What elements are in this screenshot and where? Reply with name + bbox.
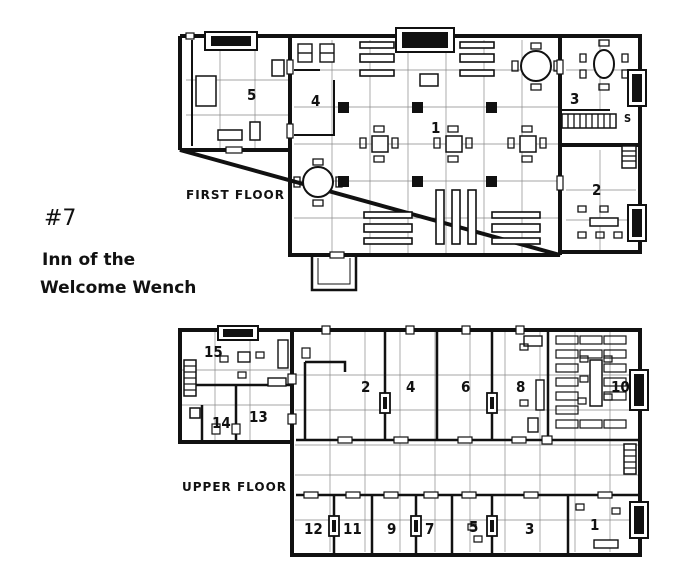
room-number: 10 (611, 378, 630, 396)
first-floor-grid (186, 40, 636, 255)
map-title-line1: Inn of the (42, 250, 136, 270)
door-icon (211, 325, 613, 499)
chair-icon (359, 125, 547, 163)
round-table-icon (302, 49, 615, 198)
bed-icon (195, 59, 285, 141)
room-number: 5 (247, 86, 256, 104)
fireplace-icon (328, 392, 498, 537)
secret-door-mark: S (624, 112, 631, 125)
first-floor-walls (178, 34, 642, 257)
room-number: 1 (590, 516, 599, 534)
stairs-icon (561, 113, 637, 169)
room-number: 3 (570, 90, 579, 108)
chair-icon (293, 39, 629, 207)
stairs-icon (183, 359, 637, 475)
room-number: 6 (461, 378, 470, 396)
room-number: 11 (343, 520, 362, 538)
pillar-icon (338, 102, 497, 187)
room-number: 1 (431, 119, 440, 137)
room-number: 2 (361, 378, 370, 396)
first-floor-room-numbers: 5 4 1 3 2 S (247, 86, 631, 199)
chair-icon (577, 205, 623, 239)
map-number: #7 (44, 206, 77, 231)
room-number: 4 (311, 92, 320, 110)
bed-icon (237, 335, 619, 549)
upper-floor-plan: 15 13 14 2 4 6 8 10 12 11 9 7 5 3 1 (178, 325, 649, 557)
table-icon (589, 359, 603, 407)
map-title-line2: Welcome Wench (40, 278, 197, 298)
room-number: 5 (469, 518, 478, 536)
bench-icon (359, 41, 541, 245)
brick-wall-icon (555, 335, 627, 429)
upper-floor-room-numbers: 15 13 14 2 4 6 8 10 12 11 9 7 5 3 1 (204, 343, 630, 538)
room-number: 14 (212, 414, 231, 432)
room-number: 15 (204, 343, 223, 361)
first-floor-inner-walls (191, 40, 610, 146)
room-number: 7 (425, 520, 434, 538)
room-number: 8 (516, 378, 525, 396)
room-number: 12 (304, 520, 323, 538)
keg-icon (297, 43, 335, 63)
room-number: 4 (406, 378, 415, 396)
chair-icon (219, 343, 621, 543)
porch (310, 255, 358, 292)
room-number: 9 (387, 520, 396, 538)
first-floor-plan: 5 4 1 3 2 S (178, 27, 647, 292)
door-icon (185, 32, 564, 259)
room-number: 2 (592, 181, 601, 199)
upper-floor-label: UPPER FLOOR (182, 480, 288, 494)
upper-floor-grid (182, 330, 640, 552)
first-floor-label: FIRST FLOOR (186, 188, 285, 202)
table-icon (589, 217, 619, 227)
table-icon (371, 73, 537, 153)
room-number: 3 (525, 520, 534, 538)
room-number: 13 (249, 408, 268, 426)
